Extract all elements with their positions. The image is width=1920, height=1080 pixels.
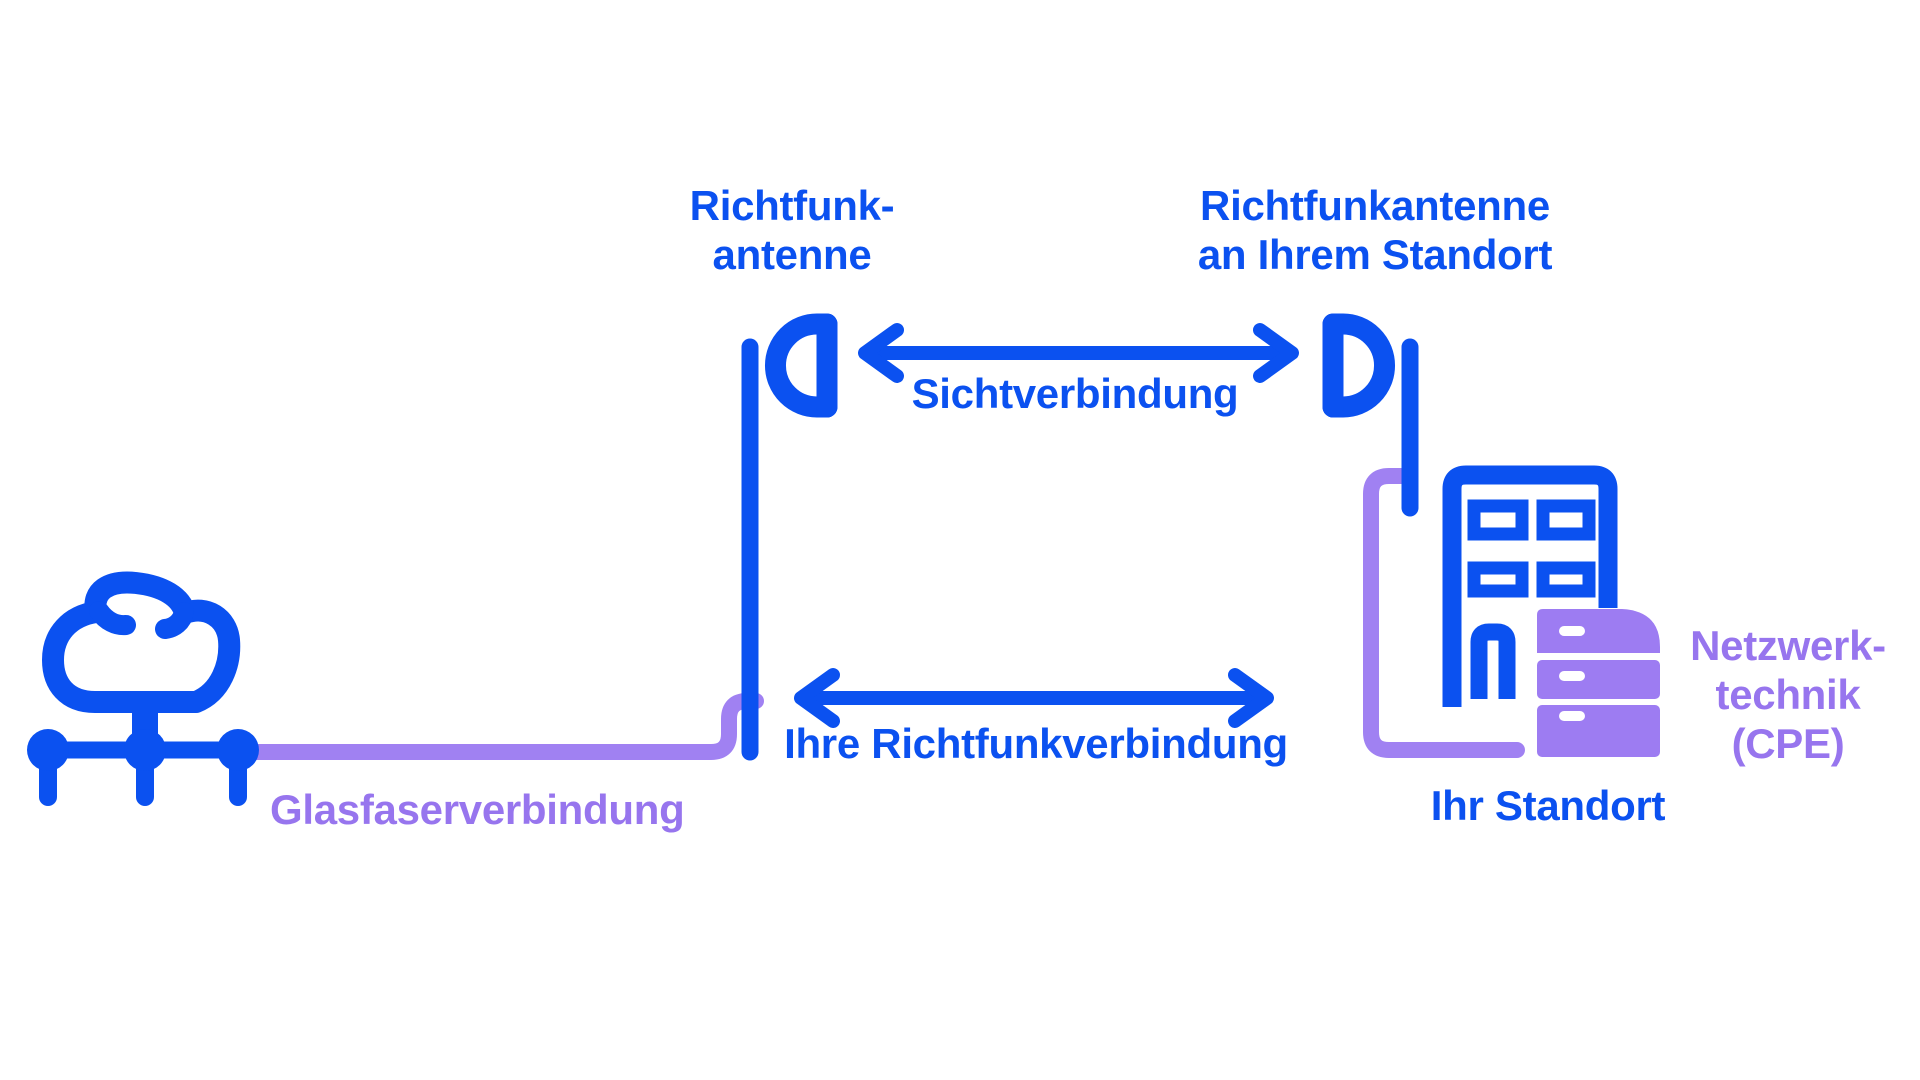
- sight-link-label: Sichtverbindung: [911, 370, 1239, 417]
- sight-link-arrow: [858, 323, 1299, 383]
- cloud-network-icon: [27, 571, 259, 806]
- right-antenna-label: Richtfunkantenne an Ihrem Standort: [1197, 181, 1553, 279]
- building-door: [1470, 623, 1516, 699]
- building-window: [1536, 499, 1596, 541]
- drawer-handle: [1559, 711, 1585, 721]
- right-antenna-label-line1: Richtfunkantenne: [1200, 182, 1550, 229]
- arrowhead-left-icon: [858, 323, 904, 383]
- drawer-handle: [1559, 626, 1585, 636]
- left-antenna-label-line2: antenne: [712, 231, 872, 278]
- right-antenna-icon: [1322, 313, 1419, 517]
- arrowhead-right-icon: [1253, 323, 1299, 383]
- drawer-handle: [1559, 671, 1585, 681]
- cpe-label-line3: (CPE): [1731, 720, 1845, 767]
- fiber-link-label: Glasfaserverbindung: [270, 786, 685, 833]
- left-antenna-label-line1: Richtfunk-: [689, 182, 895, 229]
- cpe-label-line2: technik: [1715, 671, 1861, 718]
- left-antenna-dish: [765, 313, 838, 418]
- building-icon: [1442, 465, 1618, 707]
- building-window: [1536, 561, 1596, 598]
- cpe-label-line1: Netzwerk-: [1690, 622, 1886, 669]
- left-antenna-label: Richtfunk- antenne: [690, 181, 895, 279]
- site-label: Ihr Standort: [1430, 782, 1666, 829]
- cpe-label: Netzwerk- technik (CPE): [1690, 621, 1886, 768]
- right-antenna-label-line2: an Ihrem Standort: [1197, 231, 1553, 278]
- right-antenna-dish: [1322, 313, 1395, 418]
- left-antenna-icon: [741, 313, 838, 761]
- building-window: [1467, 499, 1529, 541]
- site-connector-line: [1363, 468, 1525, 758]
- building-window: [1467, 561, 1529, 598]
- arrowhead-right-icon: [1228, 668, 1274, 728]
- radio-link-label: Ihre Richtfunkverbindung: [784, 720, 1288, 767]
- server-cabinet-icon: [1537, 609, 1660, 757]
- radio-link-arrow: [794, 668, 1274, 728]
- arrowhead-left-icon: [794, 668, 840, 728]
- fiber-line: [236, 693, 764, 760]
